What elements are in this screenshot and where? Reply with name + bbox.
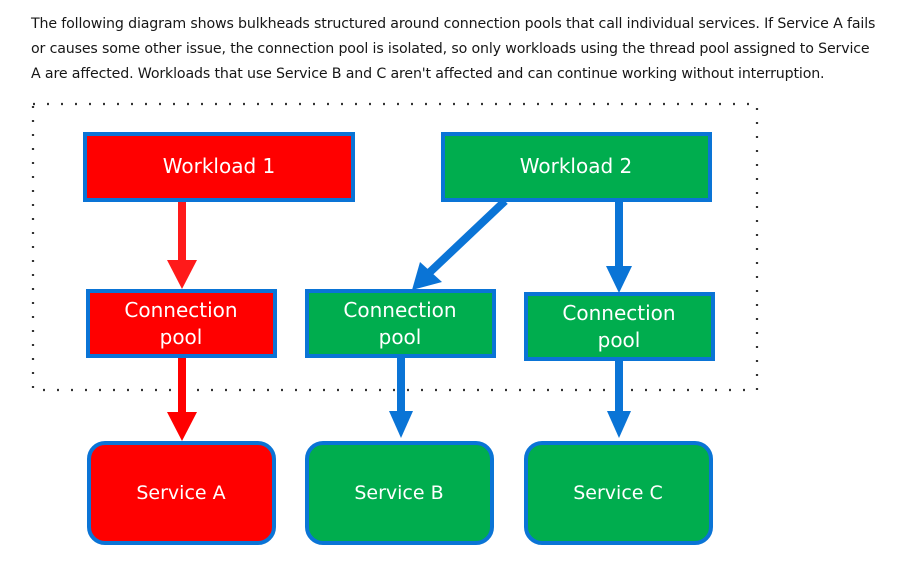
connection-pool-3: Connection pool bbox=[524, 292, 715, 361]
intro-line: The following diagram shows bulkheads st… bbox=[31, 16, 876, 32]
intro-line: or causes some other issue, the connecti… bbox=[31, 41, 870, 57]
workload-1-label: Workload 1 bbox=[163, 154, 275, 178]
service-c: Service C bbox=[524, 441, 713, 545]
service-b-label: Service B bbox=[354, 482, 443, 504]
edge-workload2-to-pool3 bbox=[606, 201, 632, 293]
service-b: Service B bbox=[305, 441, 494, 545]
edge-pool1-to-serviceA bbox=[167, 357, 197, 441]
connection-pool-2: Connection pool bbox=[305, 289, 496, 358]
service-c-label: Service C bbox=[573, 482, 663, 504]
edges bbox=[167, 198, 632, 441]
pool-1-label-line2: pool bbox=[160, 325, 203, 349]
intro-paragraph: The following diagram shows bulkheads st… bbox=[31, 12, 891, 87]
workload-1: Workload 1 bbox=[83, 132, 355, 202]
workload-2: Workload 2 bbox=[441, 132, 712, 202]
workload-2-label: Workload 2 bbox=[520, 154, 632, 178]
pool-2-label-line2: pool bbox=[379, 325, 422, 349]
pool-3-label-line2: pool bbox=[598, 328, 641, 352]
bulkhead-boundary bbox=[31, 102, 759, 392]
pool-3-label-line1: Connection bbox=[562, 301, 675, 325]
edge-workload1-to-pool1 bbox=[167, 200, 197, 289]
edge-workload2-to-pool2 bbox=[412, 198, 508, 290]
connection-pool-1: Connection pool bbox=[86, 289, 277, 358]
intro-line: A are affected. Workloads that use Servi… bbox=[31, 66, 825, 82]
pool-2-label-line1: Connection bbox=[343, 298, 456, 322]
edge-pool3-to-serviceC bbox=[607, 360, 631, 438]
edge-pool2-to-serviceB bbox=[389, 357, 413, 438]
service-a: Service A bbox=[87, 441, 276, 545]
service-a-label: Service A bbox=[136, 482, 225, 504]
pool-1-label-line1: Connection bbox=[124, 298, 237, 322]
